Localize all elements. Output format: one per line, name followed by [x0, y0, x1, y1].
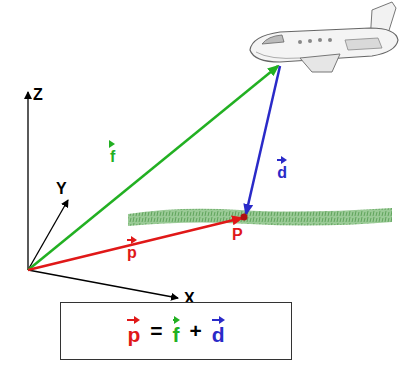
vector-symbol: f: [173, 316, 180, 346]
vector-label: d: [277, 156, 287, 182]
vector-d: [246, 66, 280, 214]
vector-label: f: [110, 140, 115, 166]
z-axis: [27, 92, 28, 270]
vector-p: [28, 218, 242, 270]
equation-box: p = f + d: [60, 302, 292, 360]
x-axis: [28, 270, 178, 298]
point-label: P: [232, 226, 243, 244]
airplane: [250, 2, 398, 72]
operator: =: [150, 320, 162, 342]
ground-strip: [128, 208, 392, 226]
point-p: [241, 214, 248, 221]
vector-symbol: p: [127, 316, 140, 346]
operator: +: [190, 320, 202, 342]
axis-label: Z: [33, 86, 43, 104]
vector-label: p: [127, 236, 137, 262]
vector-symbol: d: [212, 316, 225, 346]
y-axis: [28, 200, 68, 270]
axis-label: Y: [56, 180, 67, 198]
vector-f: [28, 66, 278, 270]
